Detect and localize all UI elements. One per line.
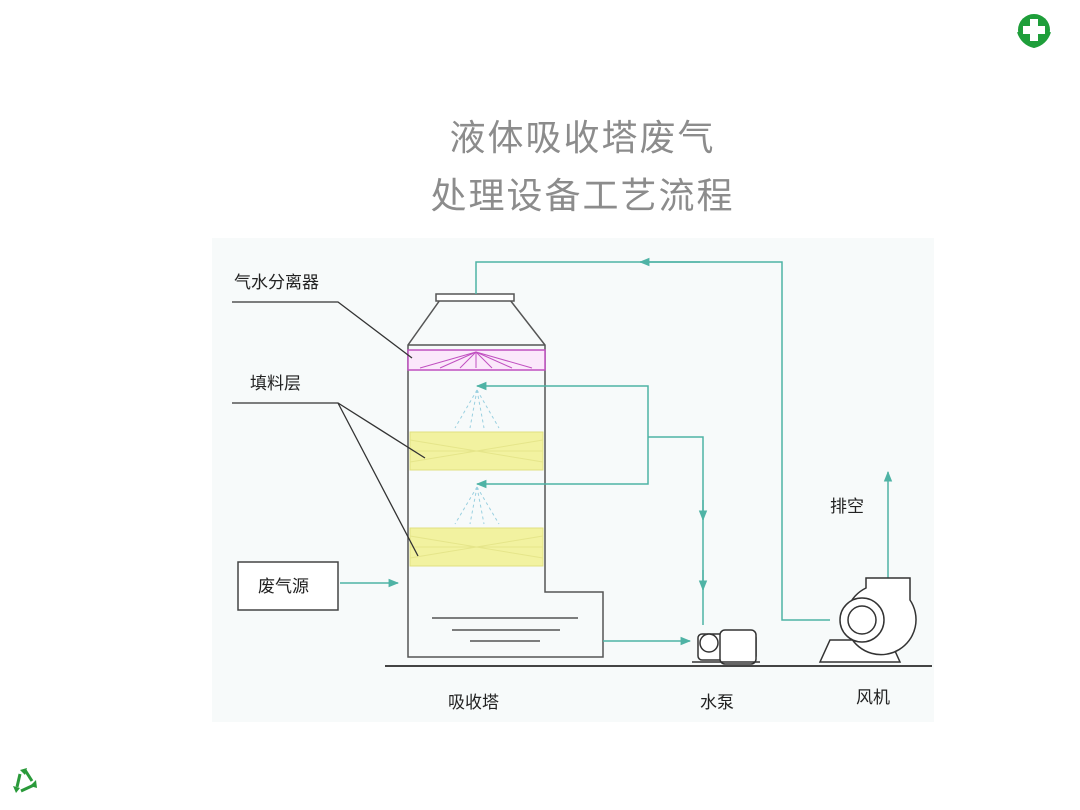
- callout-lines: [232, 301, 426, 557]
- spray-nozzle-upper: [454, 389, 500, 429]
- source-label: 废气源: [258, 577, 309, 597]
- liquid-recirculation-line: [475, 381, 708, 646]
- liquid-surface: [432, 617, 578, 642]
- gas-line: [340, 257, 893, 621]
- title-line-2: 处理设备工艺流程: [430, 176, 735, 217]
- separator-label: 气水分离器: [234, 273, 319, 293]
- packing-layer-lower: [409, 527, 544, 567]
- packing-label: 填料层: [250, 374, 301, 394]
- vent-label: 排空: [830, 497, 864, 517]
- absorption-tower: [407, 293, 604, 658]
- pump-label: 水泵: [700, 693, 734, 713]
- slide-title: 液体吸收塔废气 处理设备工艺流程: [0, 110, 1080, 226]
- logo-cross-icon: [1017, 14, 1051, 49]
- spray-nozzle-lower: [454, 486, 500, 525]
- waste-gas-source-box: [237, 561, 339, 611]
- fan-label: 风机: [856, 688, 890, 708]
- title-line-1: 液体吸收塔废气: [449, 118, 716, 159]
- recycle-icon: [13, 768, 37, 793]
- diagram-background: [212, 238, 934, 722]
- water-pump: [692, 629, 760, 665]
- fan: [818, 577, 917, 663]
- tower-label: 吸收塔: [448, 693, 499, 713]
- packing-layer-upper: [409, 431, 544, 471]
- gas-water-separator: [407, 349, 546, 371]
